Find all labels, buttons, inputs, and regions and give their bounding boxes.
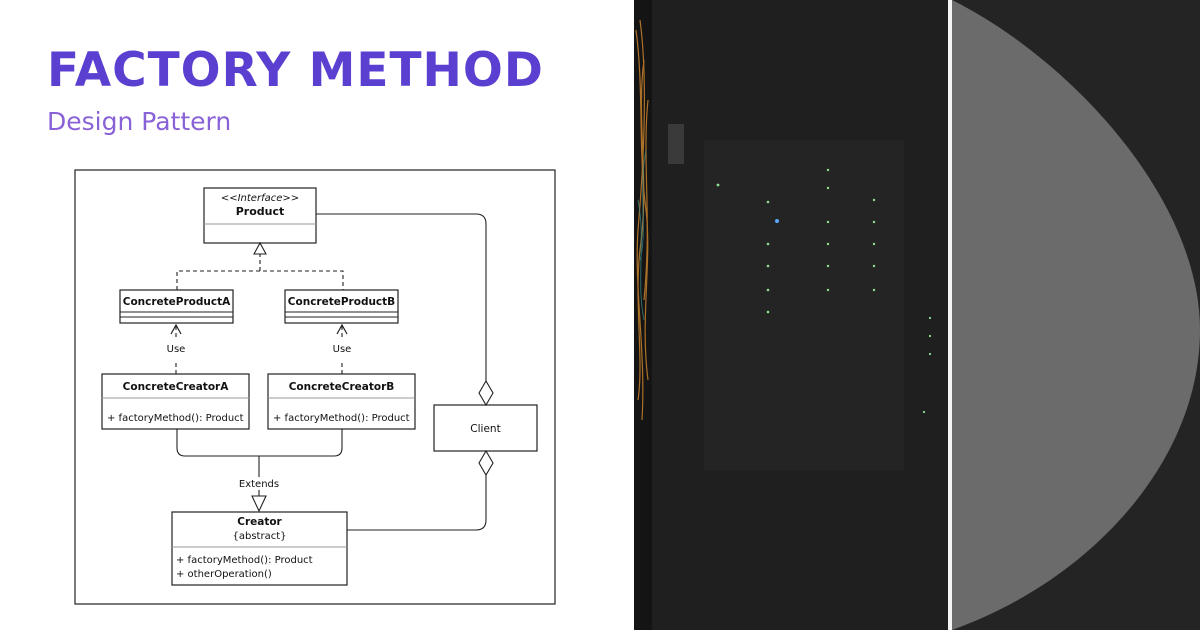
product-name: Product — [236, 205, 285, 218]
use-label-b: Use — [333, 344, 352, 355]
aggregation-diamond-top — [478, 379, 494, 407]
client-class: Client — [433, 404, 538, 452]
creator-name: Creator — [237, 516, 282, 528]
client-name: Client — [470, 423, 500, 435]
cable-bundle — [635, 19, 649, 421]
aggregation-diamond-bottom — [478, 449, 494, 477]
aggregation-client-product — [316, 213, 494, 407]
uml-class-diagram: <<Interface>> Product ConcreteProductA — [74, 169, 556, 605]
status-leds — [716, 168, 932, 414]
server-rack-photo — [634, 0, 948, 630]
concrete-creator-b-class: ConcreteCreatorB + factoryMethod(): Prod… — [267, 373, 416, 430]
page-subtitle: Design Pattern — [47, 107, 232, 136]
realization-arrowhead — [253, 241, 267, 255]
panel-divider — [948, 0, 952, 630]
concrete-creator-a-name: ConcreteCreatorA — [123, 381, 230, 393]
right-panel — [634, 0, 1200, 630]
page-title: FACTORY METHOD — [47, 43, 544, 98]
aggregation-client-creator — [347, 449, 494, 531]
creator-method-2: + otherOperation() — [176, 569, 272, 580]
generalization-edges — [176, 429, 343, 513]
decorative-arc-panel — [952, 0, 1200, 630]
server-rack-illustration — [634, 0, 948, 630]
concrete-product-b-name: ConcreteProductB — [288, 296, 395, 308]
generalization-arrowhead — [251, 495, 267, 513]
concrete-creator-a-class: ConcreteCreatorA + factoryMethod(): Prod… — [101, 373, 250, 430]
creator-modifier: {abstract} — [233, 531, 287, 542]
concrete-product-a-name: ConcreteProductA — [123, 296, 231, 308]
concrete-creator-b-name: ConcreteCreatorB — [289, 381, 395, 393]
creator-class: Creator {abstract} + factoryMethod(): Pr… — [171, 511, 348, 586]
decorative-arc — [952, 0, 1200, 630]
use-label-a: Use — [167, 344, 186, 355]
creator-method-1: + factoryMethod(): Product — [176, 555, 313, 566]
extends-label: Extends — [239, 479, 279, 490]
concrete-product-a-class: ConcreteProductA — [119, 289, 234, 324]
concrete-creator-a-method: + factoryMethod(): Product — [107, 413, 244, 424]
product-class: <<Interface>> Product — [203, 187, 317, 244]
concrete-creator-b-method: + factoryMethod(): Product — [273, 413, 410, 424]
product-stereotype: <<Interface>> — [221, 193, 299, 204]
concrete-product-b-class: ConcreteProductB — [284, 289, 399, 324]
realization-edges — [176, 241, 344, 290]
left-panel: FACTORY METHOD Design Pattern <<Interfac… — [47, 43, 556, 605]
